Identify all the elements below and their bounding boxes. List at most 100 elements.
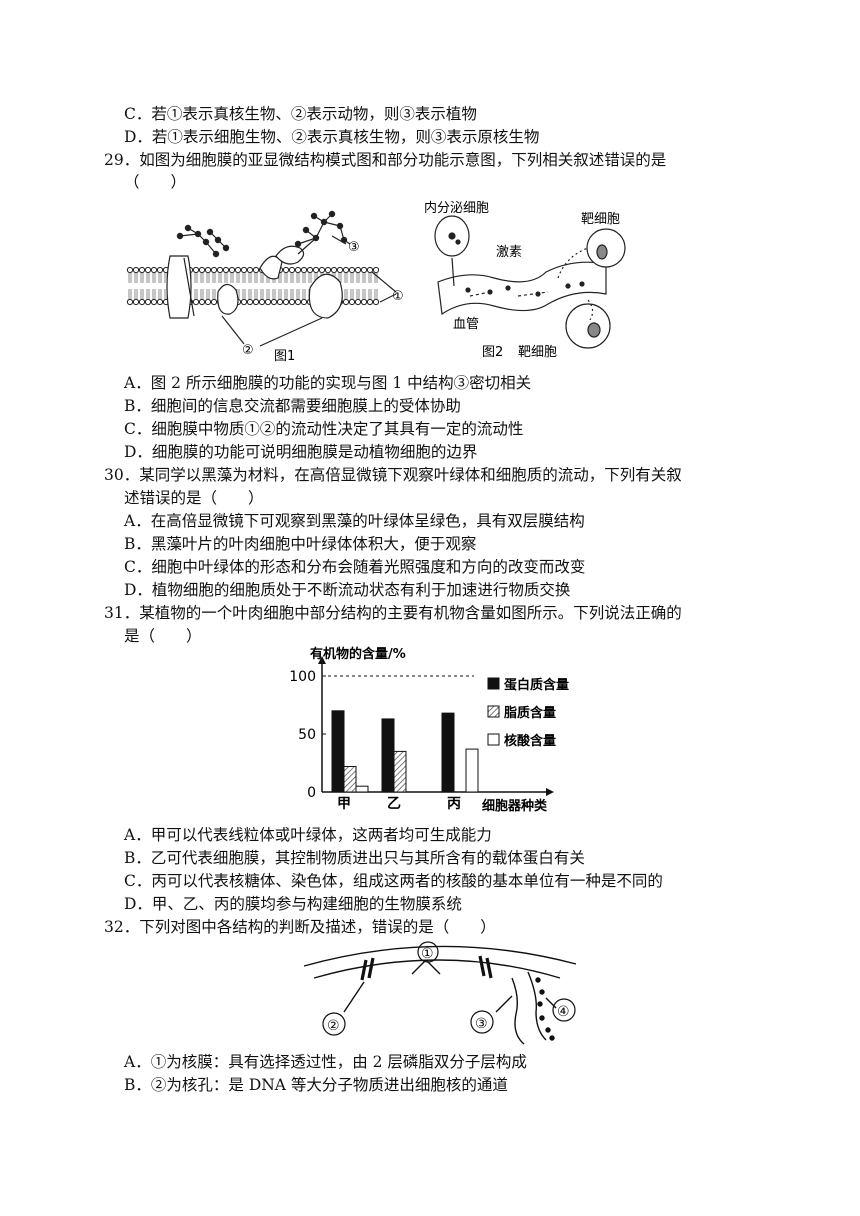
phospholipid-head bbox=[132, 266, 140, 274]
y-tick-label: 50 bbox=[298, 727, 316, 743]
blood-vessel bbox=[437, 261, 607, 316]
phospholipid-head bbox=[156, 298, 164, 306]
phospholipid-head bbox=[252, 266, 260, 274]
fig2-target-label-top: 靶细胞 bbox=[581, 212, 620, 227]
phospholipid-head bbox=[138, 298, 146, 306]
phospholipid-head bbox=[150, 298, 158, 306]
q29-option-c: C．细胞膜中物质①②的流动性决定了其具有一定的流动性 bbox=[124, 420, 524, 438]
phospholipid-head bbox=[204, 266, 212, 274]
phospholipid-head bbox=[354, 266, 362, 274]
phospholipid-head bbox=[306, 266, 314, 274]
legend-label: 脂质含量 bbox=[503, 705, 556, 721]
phospholipid-head bbox=[360, 266, 368, 274]
phospholipid-head bbox=[210, 266, 218, 274]
phospholipid-head bbox=[156, 266, 164, 274]
peripheral-protein bbox=[217, 283, 239, 315]
q30-option-c: C．细胞中叶绿体的形态和分布会随着光照强度和方向的改变而改变 bbox=[124, 558, 586, 576]
chart-ylabel: 有机物的含量/% bbox=[310, 646, 406, 662]
bar-乙-脂质含量 bbox=[393, 750, 407, 793]
q30-stem-cont: 述错误的是（ ） bbox=[124, 489, 264, 507]
legend-swatch bbox=[487, 677, 500, 690]
phospholipid-head bbox=[360, 298, 368, 306]
phospholipid-head bbox=[228, 266, 236, 274]
phospholipid-head bbox=[342, 298, 350, 306]
y-tick-label: 100 bbox=[289, 669, 316, 685]
q30-option-a: A．在高倍显微镜下可观察到黑藻的叶绿体呈绿色，具有双层膜结构 bbox=[124, 512, 585, 530]
phospholipid-head bbox=[144, 298, 152, 306]
phospholipid-head bbox=[270, 298, 278, 306]
q29-stem: 29．如图为细胞膜的亚显微结构模式图和部分功能示意图，下列相关叙述错误的是 bbox=[104, 151, 667, 169]
phospholipid-head bbox=[282, 298, 290, 306]
phospholipid-head bbox=[312, 266, 320, 274]
fig1-label-2: ② bbox=[242, 343, 254, 358]
phospholipid-head bbox=[234, 266, 242, 274]
q29-stem-cont: （ ） bbox=[124, 173, 187, 191]
phospholipid-head bbox=[126, 298, 134, 306]
phospholipid-head bbox=[126, 266, 134, 274]
phospholipid-head bbox=[246, 266, 254, 274]
phospholipid-head bbox=[300, 298, 308, 306]
outer-membrane bbox=[303, 945, 577, 967]
q28-option-c: C．若①表示真核生物、②表示动物，则③表示植物 bbox=[124, 105, 477, 123]
transmembrane-protein bbox=[166, 255, 192, 319]
organelle-content-chart: 有机物的含量/% 细胞器种类 050100 甲乙丙 蛋白质含量脂质含量核酸含量 bbox=[289, 646, 569, 814]
phospholipid-head bbox=[198, 266, 206, 274]
fig2-endocrine-label: 内分泌细胞 bbox=[424, 200, 489, 216]
phospholipid-head bbox=[288, 298, 296, 306]
phospholipid-head bbox=[294, 266, 302, 274]
q31-option-b: B．乙可代表细胞膜，其控制物质进出只与其所含有的载体蛋白有关 bbox=[124, 849, 585, 867]
phospholipid-head bbox=[354, 298, 362, 306]
fig1-label-3: ③ bbox=[348, 240, 360, 255]
q31-stem-cont: 是（ ） bbox=[124, 627, 202, 645]
fig2-caption: 图2 bbox=[482, 345, 503, 360]
phospholipid-head bbox=[258, 298, 266, 306]
phospholipid-head bbox=[324, 266, 332, 274]
q32-label-1: ① bbox=[421, 946, 434, 962]
q30-option-b: B．黑藻叶片的叶肉细胞中叶绿体体积大，便于观察 bbox=[124, 535, 477, 553]
phospholipid-head bbox=[330, 266, 338, 274]
x-tick-label: 乙 bbox=[387, 796, 401, 812]
q31-option-d: D．甲、乙、丙的膜均参与构建细胞的生物膜系统 bbox=[124, 895, 462, 913]
phospholipid-head bbox=[204, 298, 212, 306]
phospholipid-head bbox=[318, 266, 326, 274]
phospholipid-head bbox=[372, 298, 380, 306]
embedded-protein bbox=[308, 273, 343, 319]
q32-option-b: B．②为核孔：是 DNA 等大分子物质进出细胞核的通道 bbox=[124, 1076, 508, 1094]
phospholipid-head bbox=[288, 266, 296, 274]
phospholipid-head bbox=[252, 298, 260, 306]
bar-丙-核酸含量 bbox=[465, 748, 479, 793]
phospholipid-head bbox=[372, 266, 380, 274]
bar-甲-核酸含量 bbox=[355, 785, 369, 793]
nuclear-pore-left bbox=[360, 957, 375, 981]
q30-stem: 30．某同学以黑藻为材料，在高倍显微镜下观察叶绿体和细胞质的流动，下列有关叙 bbox=[104, 466, 682, 484]
phospholipid-head bbox=[300, 266, 308, 274]
signalling-diagram bbox=[434, 215, 626, 349]
q30-option-d: D．植物细胞的细胞质处于不断流动状态有利于加速进行物质交换 bbox=[124, 581, 571, 599]
target-cell-bottom bbox=[565, 303, 611, 349]
bar-乙-蛋白质含量 bbox=[381, 718, 395, 793]
phospholipid-head bbox=[348, 266, 356, 274]
q29-option-b: B．细胞间的信息交流都需要细胞膜上的受体协助 bbox=[124, 397, 461, 415]
fig2-target-label-bottom: 靶细胞 bbox=[518, 345, 557, 360]
phospholipid-head bbox=[132, 298, 140, 306]
ribosomes bbox=[535, 977, 555, 1041]
phospholipid-head bbox=[264, 298, 272, 306]
q29-figure: ③ ① ② 图1 内分泌细胞 靶细胞 激素 血管 图2 靶细胞 bbox=[126, 200, 626, 364]
phospholipid-head bbox=[276, 298, 284, 306]
q32-option-a: A．①为核膜：具有选择透过性，由 2 层磷脂双分子层构成 bbox=[124, 1053, 527, 1071]
x-tick-label: 丙 bbox=[447, 796, 461, 812]
q29-option-a: A．图 2 所示细胞膜的功能的实现与图 1 中结构③密切相关 bbox=[124, 374, 532, 392]
phospholipid-head bbox=[342, 266, 350, 274]
q31-option-a: A．甲可以代表线粒体或叶绿体，这两者均可生成能力 bbox=[124, 826, 492, 844]
q29-option-d: D．细胞膜的功能可说明细胞膜是动植物细胞的边界 bbox=[124, 443, 478, 461]
nuclear-pore-right bbox=[478, 955, 493, 979]
q28-option-d: D．若①表示细胞生物、②表示真核生物，则③表示原核生物 bbox=[124, 128, 540, 146]
bar-甲-蛋白质含量 bbox=[331, 710, 345, 793]
phospholipid-head bbox=[144, 266, 152, 274]
fig2-hormone-label: 激素 bbox=[496, 245, 522, 260]
membrane-diagram bbox=[126, 210, 397, 347]
fig1-caption: 图1 bbox=[274, 349, 295, 364]
phospholipid-head bbox=[240, 266, 248, 274]
phospholipid-head bbox=[150, 266, 158, 274]
phospholipid-head bbox=[366, 298, 374, 306]
